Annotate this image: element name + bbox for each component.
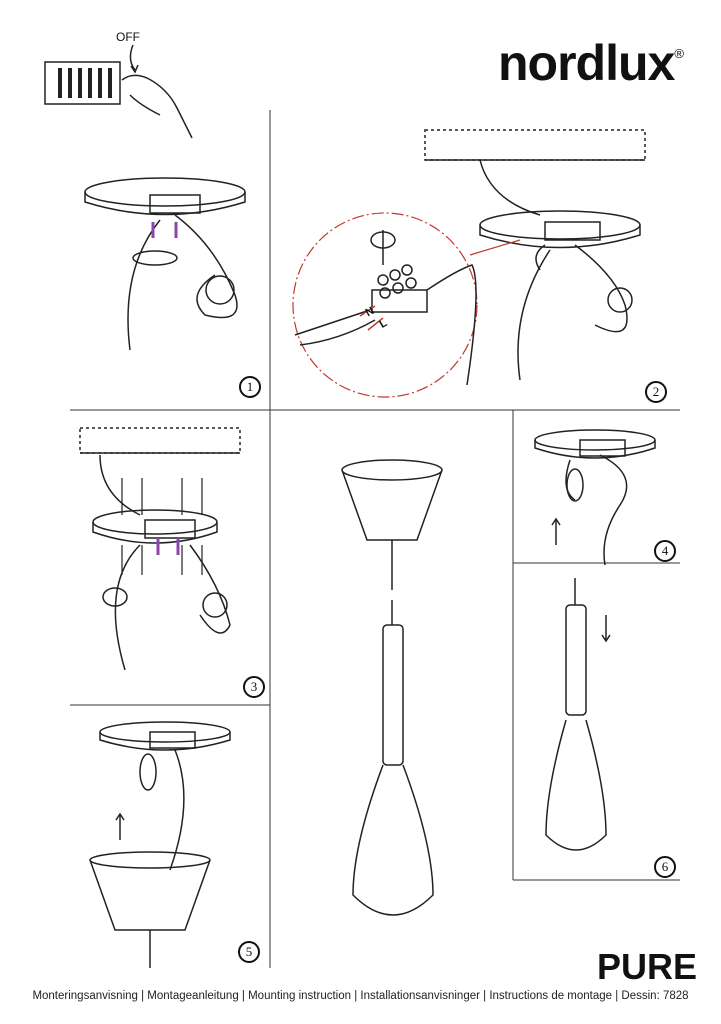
- footer-text: Monteringsanvisning | Montageanleitung |…: [32, 990, 689, 1002]
- center-pendant-drawing: [341, 459, 443, 916]
- step-number-3: 3: [243, 676, 265, 698]
- step3-drawing: [79, 427, 241, 671]
- brand-logo: nordlux®: [498, 34, 684, 92]
- panel-dividers: [70, 110, 680, 968]
- step-number-2: 2: [645, 381, 667, 403]
- breaker-panel-icon: [44, 44, 193, 139]
- step-number-1: 1: [239, 376, 261, 398]
- step-number-5: 5: [238, 941, 260, 963]
- product-title: PURE: [596, 946, 697, 987]
- step2-drawing: [292, 129, 646, 398]
- step6-drawing: [545, 578, 611, 851]
- power-off-label: OFF: [116, 30, 140, 44]
- step1-canopy-drawing: [84, 177, 246, 351]
- registered-mark: ®: [674, 46, 684, 61]
- step5-drawing: [89, 721, 231, 968]
- step-number-4: 4: [654, 540, 676, 562]
- step-number-6: 6: [654, 856, 676, 878]
- brand-name: nordlux: [498, 35, 675, 91]
- step4-drawing: [534, 429, 656, 566]
